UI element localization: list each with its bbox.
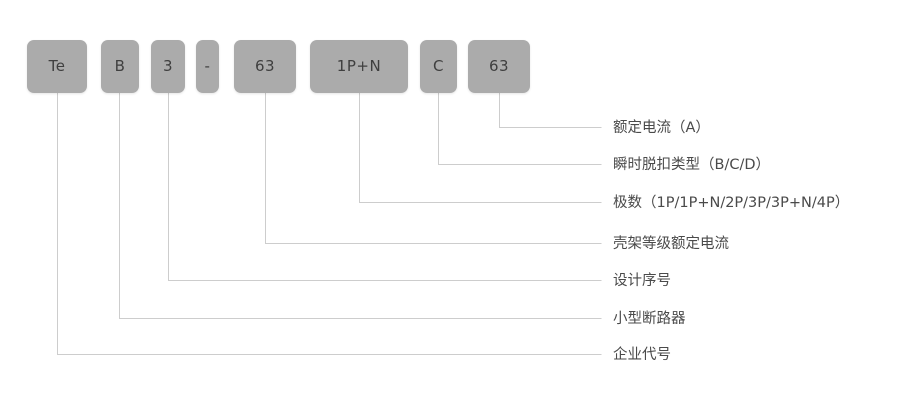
caption-design-serial: 设计序号 xyxy=(613,273,671,289)
box-te: Te xyxy=(27,40,87,93)
box-dash: - xyxy=(196,40,219,93)
caption-frame-rated-current: 壳架等级额定电流 xyxy=(613,236,729,252)
box-c: C xyxy=(420,40,457,93)
box-te-label: Te xyxy=(48,57,66,75)
box-b-label: B xyxy=(114,57,126,75)
leader-line-frame-rated-current xyxy=(265,93,602,244)
leader-line-mcb xyxy=(119,93,602,319)
box-3-label: 3 xyxy=(162,57,174,75)
box-poles-label: 1P+N xyxy=(336,57,382,75)
caption-trip-type: 瞬时脱扣类型（B/C/D） xyxy=(613,157,771,173)
leader-line-design-serial xyxy=(168,93,602,281)
box-63b-label: 63 xyxy=(488,57,510,75)
box-63b: 63 xyxy=(468,40,530,93)
leader-line-poles xyxy=(359,93,602,203)
leader-line-rated-current xyxy=(499,93,602,128)
leader-line-trip-type xyxy=(438,93,602,165)
box-3: 3 xyxy=(151,40,185,93)
box-b: B xyxy=(101,40,139,93)
box-c-label: C xyxy=(433,57,444,75)
caption-rated-current: 额定电流（A） xyxy=(613,120,710,136)
caption-poles: 极数（1P/1P+N/2P/3P/3P+N/4P） xyxy=(613,195,850,211)
caption-mcb: 小型断路器 xyxy=(613,311,686,327)
caption-company-code: 企业代号 xyxy=(613,347,671,363)
box-63a-label: 63 xyxy=(254,57,276,75)
leader-line-company-code xyxy=(57,93,602,355)
box-dash-label: - xyxy=(204,57,211,75)
box-poles: 1P+N xyxy=(310,40,408,93)
box-63a: 63 xyxy=(234,40,296,93)
